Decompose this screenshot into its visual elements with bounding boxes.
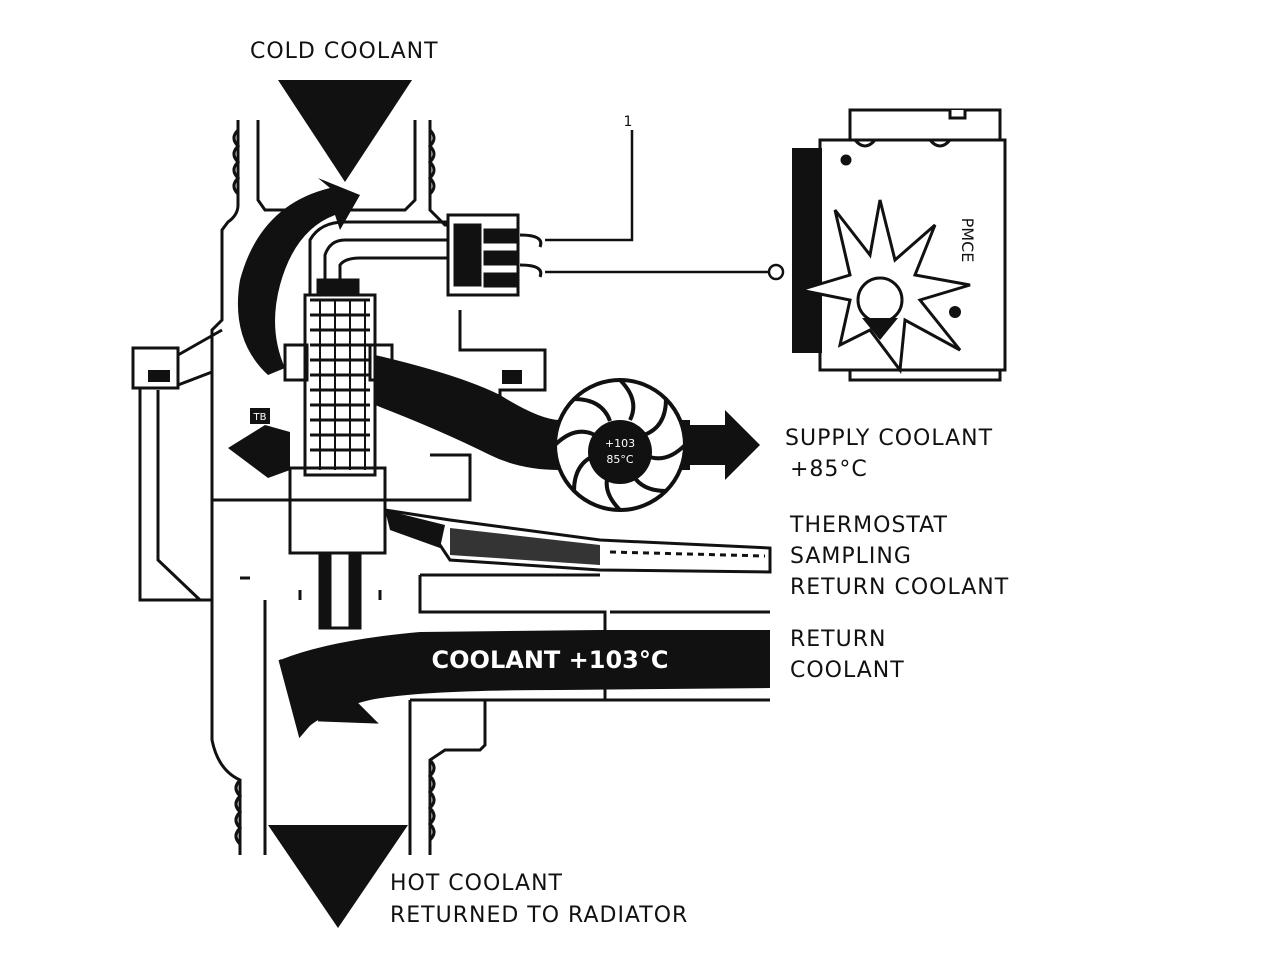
right-boss-mark — [502, 370, 522, 384]
return-channel-text: COOLANT +103°C — [432, 646, 669, 674]
cold-coolant-label: COLD COOLANT — [250, 39, 439, 64]
spark-burst — [799, 199, 971, 374]
sampling-return-channel — [384, 508, 772, 574]
bypass-flow-arrow — [228, 425, 290, 478]
hot-coolant-line1: HOT COOLANT — [390, 871, 563, 896]
thermostat-element — [283, 278, 394, 630]
thermostat-sampling-line2: SAMPLING — [790, 544, 912, 569]
pump-text-1: +103 — [605, 437, 635, 450]
sensor-connector — [308, 213, 543, 297]
component-tb-text: TB — [253, 412, 267, 423]
thermostat-housing — [131, 120, 770, 855]
return-coolant-line1: RETURN — [790, 627, 887, 652]
return-coolant-line2: COOLANT — [790, 658, 905, 683]
supply-coolant-label: SUPPLY COOLANT — [785, 426, 994, 451]
callout-number: 1 — [624, 114, 633, 130]
hot-coolant-arrow — [268, 825, 408, 928]
supply-coolant-temp: +85°C — [790, 457, 868, 482]
hot-coolant-line2: RETURNED TO RADIATOR — [390, 903, 689, 928]
component-tb-mark — [250, 408, 270, 424]
inlet-flow-arrow — [237, 178, 360, 375]
thermostat-sampling-line3: RETURN COOLANT — [790, 575, 1010, 600]
pump-text-2: 85°C — [606, 453, 633, 466]
thermostat-sampling-line1: THERMOSTAT — [790, 513, 948, 538]
water-pump-impeller: +103 85°C — [553, 378, 687, 512]
return-coolant-band: COOLANT +103°C — [278, 630, 770, 739]
left-boss-mark — [148, 370, 170, 382]
cold-coolant-arrow — [278, 80, 412, 182]
supply-outlet-arrow — [690, 410, 760, 480]
sensor-wires — [545, 130, 785, 281]
ecm-label: PMCE — [958, 218, 977, 263]
